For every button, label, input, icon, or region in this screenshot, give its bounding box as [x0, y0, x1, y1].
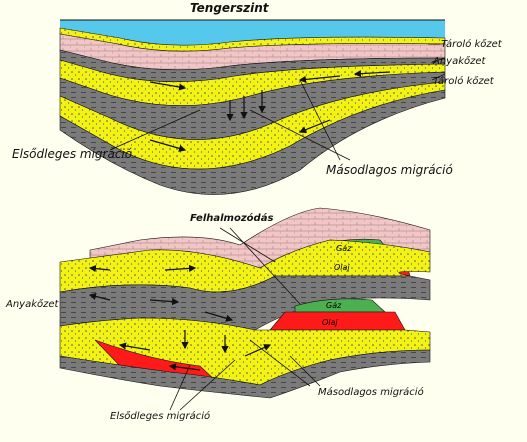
gas-pocket-2 — [294, 298, 386, 313]
source-rock-label-top: Anyakőzet — [433, 56, 486, 67]
top-cross-section — [59, 19, 446, 195]
oil-label-1: Olaj — [334, 263, 350, 272]
gas-label-2: Gáz — [326, 301, 342, 310]
primary-migration-label-bottom: Elsődleges migráció — [110, 411, 211, 422]
sea — [60, 20, 445, 46]
accumulation-label: Felhalmozódás — [190, 213, 274, 224]
source-rock-label-bottom: Anyakőzet — [6, 299, 59, 310]
bottom-cross-section — [59, 207, 431, 411]
reservoir-rock-label-1: Tároló kőzet — [441, 39, 502, 50]
primary-migration-label-top: Elsődleges migráció — [12, 147, 133, 161]
sea-level-label: Tengerszint — [190, 1, 269, 15]
reservoir-rock-label-2: Tároló kőzet — [433, 76, 494, 87]
secondary-migration-label-top: Másodlagos migráció — [326, 163, 453, 177]
gas-label-1: Gáz — [336, 244, 352, 253]
secondary-migration-label-bottom: Másodlagos migráció — [318, 387, 424, 398]
oil-label-2: Olaj — [322, 318, 338, 327]
